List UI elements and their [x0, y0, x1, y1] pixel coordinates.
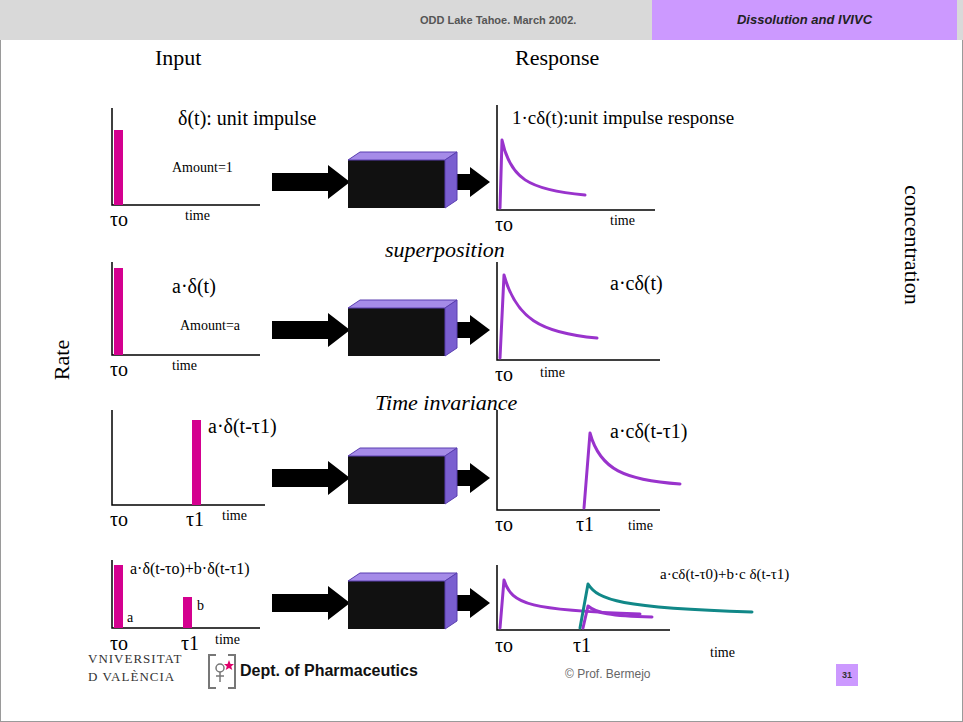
axis-label: time [628, 518, 653, 534]
input-formula: δ(t): unit impulse [178, 107, 316, 130]
time-marker: τo [110, 208, 128, 231]
system-box-side [445, 152, 457, 208]
response-axis [497, 565, 670, 630]
university-logo [209, 655, 235, 688]
axis-label: time [215, 632, 240, 648]
impulse-bar [192, 420, 201, 505]
copyright-note: © Prof. Bermejo [565, 668, 651, 682]
input-arrow [272, 586, 350, 620]
axis-title: concentration [899, 185, 924, 305]
impulse-bar [114, 268, 123, 355]
logo-text: VNIVERSITAT [88, 652, 182, 667]
input-arrow [272, 461, 350, 495]
axes [112, 105, 670, 630]
page-number-text: 31 [842, 670, 852, 680]
time-marker: τo [495, 513, 513, 536]
system-box-top [348, 152, 457, 160]
system-box-front [348, 308, 445, 356]
logo-star [224, 660, 234, 670]
system-box-front [348, 160, 445, 208]
input-formula: a·δ(t) [172, 275, 216, 298]
logo-bracket [209, 655, 216, 688]
system-box-side [445, 573, 457, 629]
system-box-top [348, 300, 457, 308]
response-curve [584, 433, 680, 508]
response-formula: a·cδ(t-τ1) [610, 420, 687, 443]
amount-label: Amount=a [180, 318, 240, 334]
header-band-text: ODD Lake Tahoe. March 2002. [420, 14, 576, 27]
section-heading: Input [155, 45, 201, 70]
logo-bracket [228, 655, 235, 688]
response-curves [500, 140, 752, 628]
header-band: ODD Lake Tahoe. March 2002. Dissolution a… [0, 0, 963, 40]
input-axis [112, 560, 260, 628]
time-marker: τo [495, 363, 513, 386]
logo-figure [216, 672, 224, 682]
axis-label: time [185, 208, 210, 224]
section-heading: Response [515, 45, 599, 70]
property-label: superposition [385, 237, 505, 262]
axis-label: time [710, 645, 735, 661]
system-box-front [348, 456, 445, 504]
impulse-bar [183, 597, 192, 628]
axis-title: Rate [49, 340, 74, 380]
input-formula: a·δ(t-τ1) [208, 415, 277, 438]
response-curve [500, 275, 597, 358]
system-box-side [445, 448, 457, 504]
time-marker: τo [495, 213, 513, 236]
amount-label: b [197, 598, 204, 614]
axis-label: time [222, 508, 247, 524]
logo-text: D VALÈNCIA [88, 670, 175, 685]
response-curve [500, 140, 585, 208]
logo-figure [216, 664, 224, 672]
time-marker: τo [495, 634, 513, 657]
input-arrow [272, 313, 350, 347]
page-number: 31 [836, 664, 858, 686]
impulse-bar [114, 130, 123, 205]
input-arrow [272, 165, 350, 199]
amount-label: Amount=1 [172, 160, 233, 176]
impulse-bar [114, 565, 123, 628]
input-axis [112, 262, 260, 355]
time-marker: τo [110, 508, 128, 531]
time-marker: τ1 [181, 632, 199, 655]
axis-label: time [610, 213, 635, 229]
topic-tab: Dissolution and IVIVC [652, 0, 957, 40]
response-curve [500, 580, 640, 628]
time-marker: τ1 [573, 634, 591, 657]
response-formula: a·cδ(t) [610, 272, 663, 295]
time-marker: τ1 [186, 508, 204, 531]
axis-label: time [172, 358, 197, 374]
response-curve [580, 584, 752, 628]
response-curve [583, 606, 652, 628]
topic-tab-text: Dissolution and IVIVC [737, 13, 872, 28]
property-label: Time invariance [375, 390, 517, 415]
system-box-side [445, 300, 457, 356]
system-box-top [348, 573, 457, 581]
input-formula: a·δ(t-τo)+b·δ(t-τ1) [130, 560, 250, 578]
time-marker: τ1 [576, 513, 594, 536]
time-marker: τo [110, 358, 128, 381]
system-box-top [348, 448, 457, 456]
department-name: Dept. of Pharmaceutics [240, 662, 418, 680]
response-formula: 1·cδ(t):unit impulse response [512, 107, 734, 129]
response-formula: a·cδ(t-τ0)+b·c δ(t-τ1) [660, 566, 789, 583]
amount-label: a [127, 610, 133, 626]
axis-label: time [540, 365, 565, 381]
system-box-front [348, 581, 445, 629]
